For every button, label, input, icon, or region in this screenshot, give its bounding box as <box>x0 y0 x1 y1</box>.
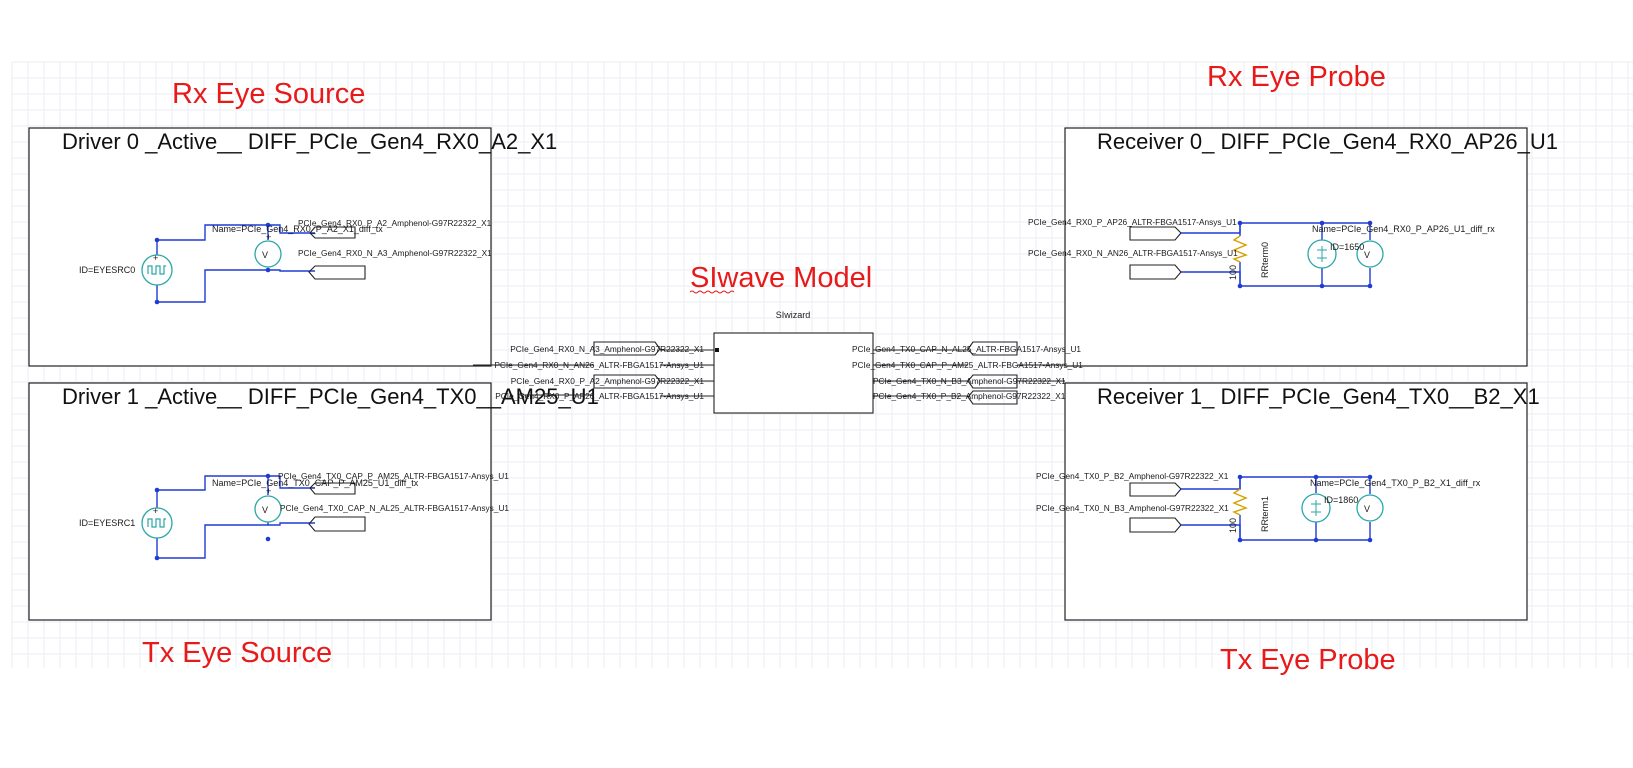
siwizard-right-pin-4: PCIe_Gen4_TX0_P_B2_Amphenol-G97R22322_X1 <box>873 391 1066 401</box>
current-probe-icon <box>1311 500 1321 516</box>
receiver-1-pin-p-label: PCIe_Gen4_TX0_P_B2_Amphenol-G97R22322_X1 <box>1036 471 1229 481</box>
voltage-probe-icon: V <box>1364 250 1370 260</box>
driver-0-pin-n-label: PCIe_Gen4_RX0_N_A3_Amphenol-G97R22322_X1 <box>298 248 492 258</box>
current-probe-icon <box>1317 246 1327 262</box>
voltage-probe-icon: V <box>1364 504 1370 514</box>
siwizard-right-port-2[interactable] <box>967 374 1018 389</box>
spellcheck-squiggle <box>689 290 735 294</box>
driver-0-port-n[interactable] <box>308 265 366 280</box>
driver-0-port-p[interactable] <box>309 226 356 239</box>
driver-0-name-label: Name=PCIe_Gen4_RX0_P_A2_X1_diff_tx <box>212 224 383 234</box>
siwave-model-annotation: SIwave Model <box>690 262 872 294</box>
driver-0-pin-p-label: PCIe_Gen4_RX0_P_A2_Amphenol-G97R22322_X1 <box>298 218 492 228</box>
voltage-probe-rx0[interactable]: V <box>1356 240 1384 268</box>
receiver-1-port-n[interactable] <box>1129 517 1182 533</box>
resistor-rterm0[interactable] <box>1232 235 1248 263</box>
siwizard-label: SIwizard <box>776 310 811 320</box>
siwizard-left-pin-2: PCIe_Gen4_RX0_N_AN26_ALTR-FBGA1517-Ansys… <box>494 360 704 370</box>
tx-eye-probe-annotation: Tx Eye Probe <box>1220 644 1396 676</box>
siwizard-right-port-3[interactable] <box>967 390 1018 405</box>
voltage-probe-icon: V <box>262 250 268 260</box>
receiver-1-pin-n-label: PCIe_Gen4_TX0_N_B3_Amphenol-G97R22322_X1 <box>1036 503 1229 513</box>
pin-marker <box>715 348 719 352</box>
resistor-rterm1[interactable] <box>1232 488 1248 516</box>
siwizard-left-port-1[interactable] <box>593 341 661 356</box>
voltage-probe-rx1[interactable]: V <box>1356 494 1384 522</box>
driver-0-title: Driver 0 _Active__ DIFF_PCIe_Gen4_RX0_A2… <box>62 129 557 154</box>
current-probe-1[interactable] <box>1301 493 1331 523</box>
receiver-1-block[interactable]: Receiver 1_ DIFF_PCIe_Gen4_TX0__B2_X1 10… <box>1036 382 1540 621</box>
siwizard-right-pin-1: PCIe_Gen4_TX0_CAP_N_AL25_ALTR-FBGA1517-A… <box>852 344 1081 354</box>
siwizard-left-pin-3: PCIe_Gen4_RX0_P_A2_Amphenol-G97R22322_X1 <box>511 376 705 386</box>
driver-1-id-label: ID=EYESRC1 <box>79 518 135 528</box>
receiver-0-name-label: Name=PCIe_Gen4_RX0_P_AP26_U1_diff_rx <box>1312 224 1495 234</box>
driver-1-block[interactable]: Driver 1 _Active__ DIFF_PCIe_Gen4_TX0__A… <box>28 382 599 621</box>
receiver-0-title: Receiver 0_ DIFF_PCIe_Gen4_RX0_AP26_U1 <box>1097 129 1558 154</box>
siwizard-left-port-2[interactable] <box>593 374 661 389</box>
driver-1-pin-p-label: PCIe_Gen4_TX0_CAP_P_AM25_ALTR-FBGA1517-A… <box>278 471 509 481</box>
receiver-0-block[interactable]: Receiver 0_ DIFF_PCIe_Gen4_RX0_AP26_U1 1… <box>1028 127 1558 367</box>
voltage-probe-1[interactable]: V + <box>254 486 282 523</box>
voltage-probe-icon: V <box>262 505 268 515</box>
plus-sign: + <box>153 253 158 263</box>
current-probe-0[interactable] <box>1307 239 1337 269</box>
tx-eye-source-annotation: Tx Eye Source <box>142 637 332 669</box>
receiver-0-port-p[interactable] <box>1129 226 1182 241</box>
driver-1-port-n[interactable] <box>308 516 366 532</box>
siwizard-right-pin-2: PCIe_Gen4_TX0_CAP_P_AM25_ALTR-FBGA1517-A… <box>852 360 1083 370</box>
receiver-0-shunt-wires <box>1239 223 1323 286</box>
pulse-waveform-icon <box>147 265 166 275</box>
siwizard-right-port-1[interactable] <box>967 341 1018 356</box>
plus-sign: + <box>266 486 271 496</box>
siwizard-body <box>713 332 874 414</box>
receiver-0-pin-n-label: PCIe_Gen4_RX0_N_AN26_ALTR-FBGA1517-Ansys… <box>1028 248 1238 258</box>
receiver-1-port-p[interactable] <box>1129 482 1182 497</box>
plus-sign: + <box>266 232 271 242</box>
pulse-waveform-icon <box>147 518 166 528</box>
receiver-0-port-n[interactable] <box>1129 264 1182 280</box>
eye-source-0[interactable]: + <box>141 253 173 286</box>
rx-eye-source-annotation: Rx Eye Source <box>172 78 365 110</box>
siwizard-block[interactable]: SIwizard PCIe_Gen4_RX0_N_A3_Amphenol-G97… <box>473 310 1083 414</box>
receiver-0-res-value: 100 <box>1228 265 1238 280</box>
receiver-1-name-label: Name=PCIe_Gen4_TX0_P_B2_X1_diff_rx <box>1310 478 1481 488</box>
rx-eye-probe-annotation: Rx Eye Probe <box>1207 61 1386 93</box>
receiver-1-frame <box>1064 382 1528 621</box>
receiver-0-id-label: ID=1650 <box>1330 242 1364 252</box>
driver-1-port-p[interactable] <box>309 482 356 495</box>
receiver-0-frame <box>1064 127 1528 367</box>
driver-0-block[interactable]: Driver 0 _Active__ DIFF_PCIe_Gen4_RX0_A2… <box>28 127 557 367</box>
receiver-1-res-value: 100 <box>1228 518 1238 533</box>
driver-0-id-label: ID=EYESRC0 <box>79 265 135 275</box>
receiver-1-title: Receiver 1_ DIFF_PCIe_Gen4_TX0__B2_X1 <box>1097 384 1540 409</box>
receiver-1-id-label: ID=1860 <box>1324 495 1358 505</box>
receiver-1-res-name: RRterm1 <box>1260 496 1270 532</box>
siwizard-left-pin-1: PCIe_Gen4_RX0_N_A3_Amphenol-G97R22322_X1 <box>510 344 704 354</box>
plus-sign: + <box>153 506 158 516</box>
siwizard-left-pin-4: PCIe_Gen4_RX0_P_AP26_ALTR-FBGA1517-Ansys… <box>495 391 704 401</box>
receiver-0-pin-p-label: PCIe_Gen4_RX0_P_AP26_ALTR-FBGA1517-Ansys… <box>1028 217 1237 227</box>
voltage-probe-0[interactable]: V + <box>254 232 282 268</box>
eye-source-1[interactable]: + <box>141 506 173 539</box>
siwizard-right-pin-3: PCIe_Gen4_TX0_N_B3_Amphenol-G97R22322_X1 <box>873 376 1066 386</box>
driver-1-pin-n-label: PCIe_Gen4_TX0_CAP_N_AL25_ALTR-FBGA1517-A… <box>280 503 509 513</box>
receiver-0-res-name: RRterm0 <box>1260 242 1270 278</box>
receiver-1-shunt-wires <box>1239 477 1317 540</box>
driver-1-title: Driver 1 _Active__ DIFF_PCIe_Gen4_TX0__A… <box>62 384 599 409</box>
